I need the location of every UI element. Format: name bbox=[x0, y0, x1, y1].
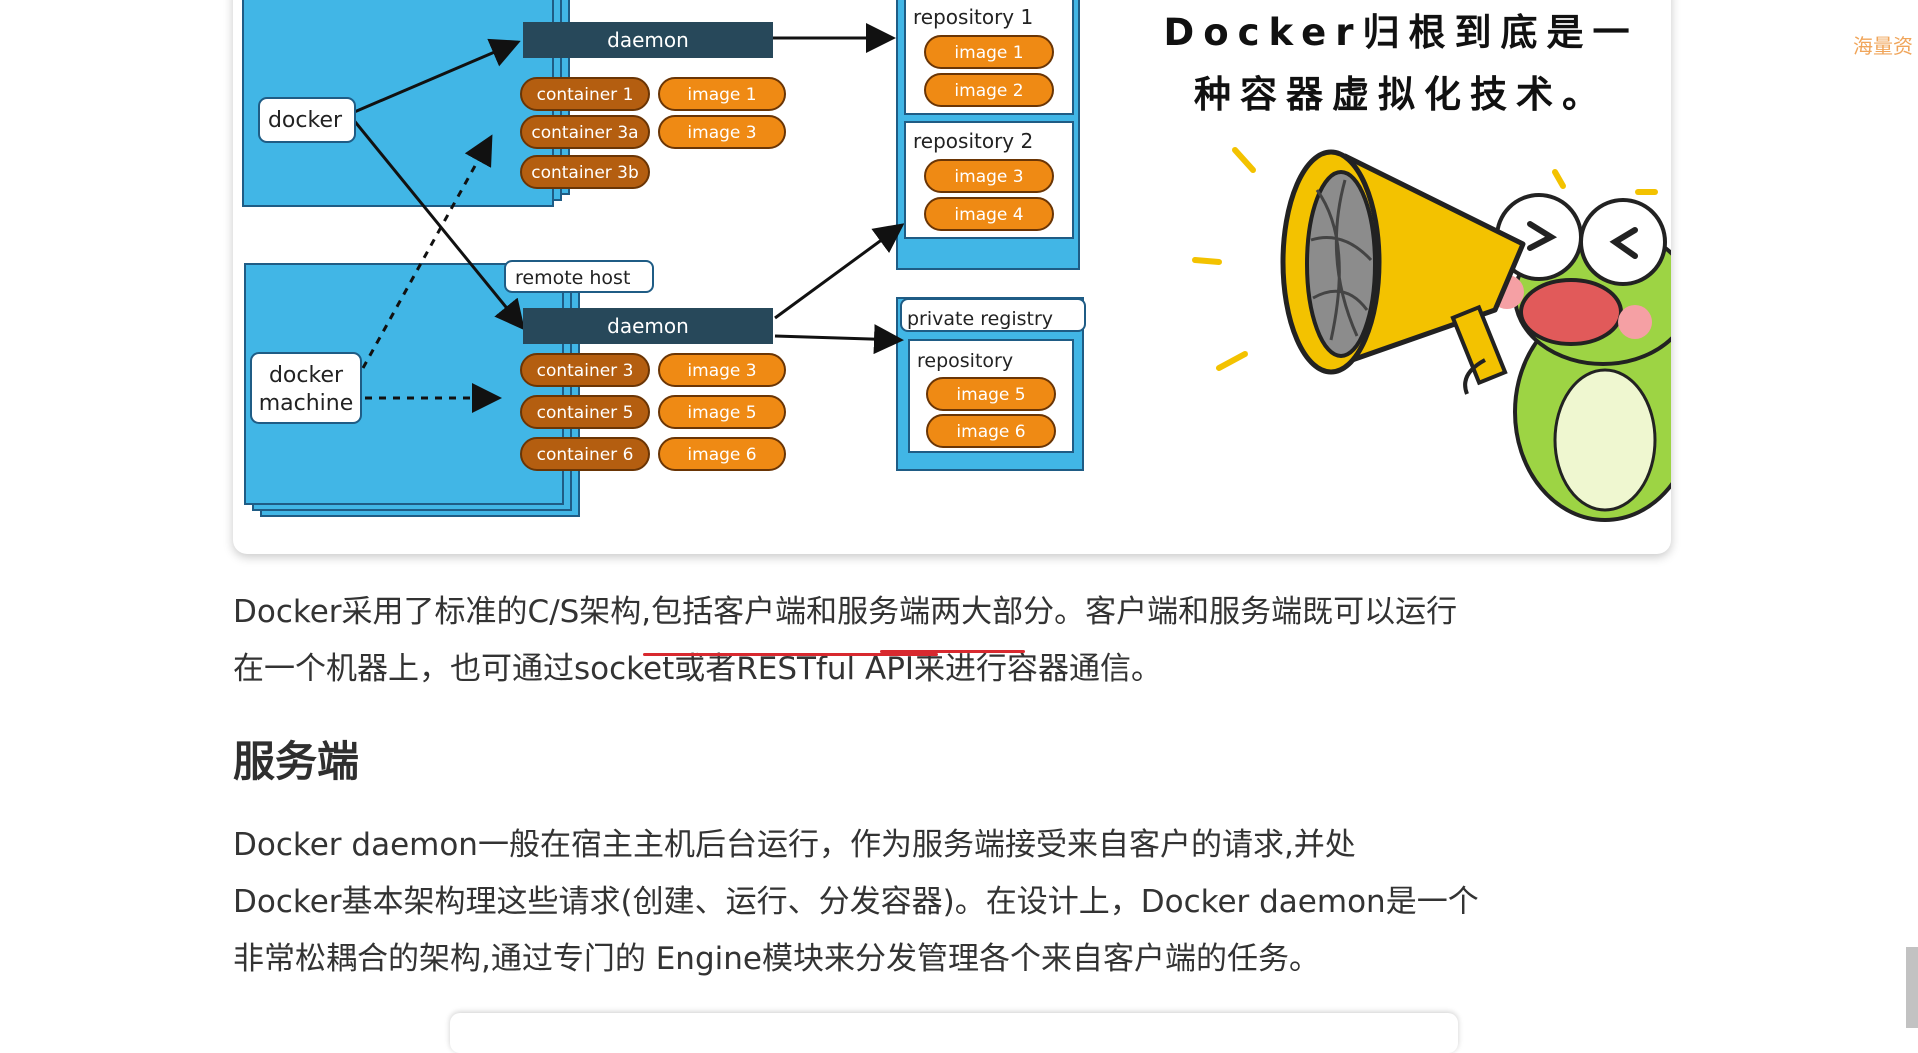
image-pill bbox=[924, 197, 1054, 231]
image-pill bbox=[658, 353, 786, 387]
local-daemon-bar bbox=[523, 22, 773, 58]
image-pill-label: image 3 bbox=[687, 361, 756, 381]
paragraph-1-line-2: 在一个机器上，也可通过socket或者RESTful API来进行容器通信。 bbox=[233, 651, 1163, 687]
image-pill bbox=[658, 115, 786, 149]
image-pill bbox=[926, 377, 1056, 411]
repository-label: repository 1 bbox=[913, 5, 1033, 29]
remote-host-label: remote host bbox=[515, 267, 630, 289]
motion-lines bbox=[1192, 147, 1658, 371]
container-pill bbox=[520, 77, 650, 111]
docker-client-box bbox=[258, 97, 356, 143]
red-underline-mark bbox=[880, 650, 1025, 653]
image-pill-label: image 5 bbox=[687, 403, 756, 423]
image-pill-label: image 6 bbox=[687, 445, 756, 465]
container-pill-label: container 6 bbox=[537, 445, 634, 465]
container-pill-label: container 3b bbox=[531, 163, 639, 183]
docker-architecture-diagram: docker docker machine daemon container 1 cont… bbox=[242, 0, 1086, 517]
private-registry-label: private registry bbox=[907, 308, 1053, 330]
architecture-figure: docker docker machine daemon container 1 cont… bbox=[233, 0, 1671, 554]
image-pill-label: image 2 bbox=[954, 81, 1023, 101]
private-registry-label-box bbox=[900, 298, 1086, 332]
container-pill-label: container 1 bbox=[537, 85, 634, 105]
paragraph-2-line-2: Docker基本架构理这些请求(创建、运行、分发容器)。在设计上，Docker … bbox=[233, 884, 1479, 920]
container-pill-label: container 5 bbox=[537, 403, 634, 423]
repository-label: repository 2 bbox=[913, 129, 1033, 153]
container-pill bbox=[520, 437, 650, 471]
image-pill-label: image 1 bbox=[687, 85, 756, 105]
private-repository-label: repository bbox=[917, 350, 1013, 372]
image-pill-label: image 1 bbox=[954, 43, 1023, 63]
image-pill bbox=[924, 73, 1054, 107]
container-pill-label: container 3 bbox=[537, 361, 634, 381]
remote-daemon-label: daemon bbox=[607, 314, 689, 338]
watermark-text: 海量资 bbox=[1853, 34, 1913, 58]
callout-line-2: 种容器虚拟化技术。 bbox=[1194, 73, 1608, 116]
docker-machine-label: machine bbox=[259, 391, 354, 416]
container-pill-label: container 3a bbox=[531, 123, 638, 143]
docker-client-label: docker bbox=[268, 108, 343, 133]
remote-host-label-box bbox=[504, 260, 654, 293]
red-underline-mark bbox=[643, 653, 938, 656]
container-pill bbox=[520, 155, 650, 189]
container-pill bbox=[520, 353, 650, 387]
paragraph-2-line-1: Docker daemon一般在宿主主机后台运行，作为服务端接受来自客户的请求,… bbox=[233, 827, 1356, 863]
image-pill bbox=[924, 159, 1054, 193]
local-daemon-label: daemon bbox=[607, 28, 689, 52]
image-pill-label: image 5 bbox=[956, 385, 1025, 405]
paragraph-1-line-1: Docker采用了标准的C/S架构,包括客户端和服务端两大部分。客户端和服务端既… bbox=[233, 594, 1458, 630]
scrollbar-thumb[interactable] bbox=[1906, 947, 1918, 1028]
image-pill bbox=[658, 395, 786, 429]
docker-machine-box bbox=[250, 352, 362, 424]
container-pill bbox=[520, 115, 650, 149]
image-pill-label: image 4 bbox=[954, 205, 1023, 225]
image-pill bbox=[924, 35, 1054, 69]
image-pill bbox=[658, 437, 786, 471]
image-pill bbox=[658, 77, 786, 111]
image-pill-label: image 6 bbox=[956, 422, 1025, 442]
image-pill-label: image 3 bbox=[954, 167, 1023, 187]
remote-daemon-bar bbox=[523, 308, 773, 344]
next-image-card bbox=[450, 1013, 1458, 1053]
section-heading-server: 服务端 bbox=[233, 737, 360, 786]
container-pill bbox=[520, 395, 650, 429]
connection-arrows bbox=[350, 23, 905, 413]
callout-line-1: Docker归根到底是一 bbox=[1163, 11, 1639, 54]
image-pill bbox=[926, 414, 1056, 448]
docker-machine-label: docker bbox=[269, 363, 344, 388]
paragraph-2-line-3: 非常松耦合的架构,通过专门的 Engine模块来分发管理各个来自客户端的任务。 bbox=[233, 941, 1320, 977]
image-pill-label: image 3 bbox=[687, 123, 756, 143]
frog-megaphone-illustration bbox=[1192, 147, 1671, 522]
